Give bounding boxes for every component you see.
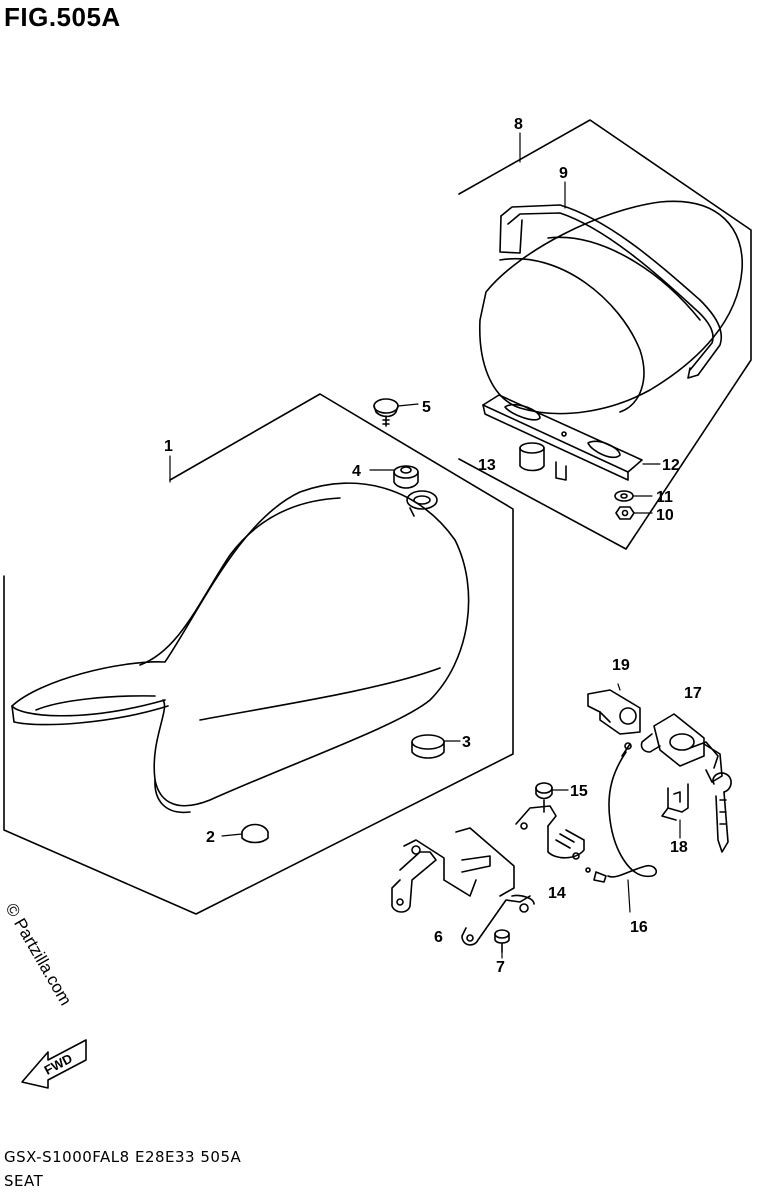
figure-title: FIG.505A (4, 2, 121, 32)
knob-5-part[interactable] (373, 398, 399, 427)
callout-12: 12 (662, 457, 680, 474)
seat-hook-part[interactable] (406, 490, 438, 517)
rear-seat-group-outline (458, 119, 752, 550)
callout-17: 17 (684, 685, 702, 702)
nut-10-part[interactable] (615, 506, 635, 520)
callout-1: 1 (164, 438, 173, 455)
fwd-arrow-icon (21, 1039, 87, 1089)
washer-11-part[interactable] (614, 490, 634, 502)
callout-4: 4 (352, 463, 361, 480)
callout-11: 11 (656, 489, 673, 506)
seat-strap-part[interactable] (499, 204, 722, 379)
callout-18: 18 (670, 839, 688, 856)
cable-16-part[interactable] (585, 742, 658, 883)
clip-18-part[interactable] (661, 783, 689, 821)
callout-2: 2 (206, 829, 215, 846)
front-seat-part[interactable] (11, 482, 470, 814)
leader-lines (169, 132, 681, 959)
callout-16: 16 (630, 919, 648, 936)
seat-bracket-part[interactable] (482, 394, 643, 481)
model-code: GSX-S1000FAL8 E28E33 505A (4, 1148, 242, 1166)
callout-8: 8 (514, 116, 523, 133)
callout-13: 13 (478, 457, 496, 474)
callout-19: 19 (612, 657, 630, 674)
seat-lock-17-part[interactable] (640, 713, 723, 783)
callout-14: 14 (548, 885, 566, 902)
cushion-13-part[interactable] (519, 442, 545, 472)
callout-5: 5 (422, 399, 431, 416)
bolt-7-part[interactable] (494, 929, 510, 953)
bracket-19-part[interactable] (587, 689, 641, 735)
callout-15: 15 (570, 783, 588, 800)
callout-10: 10 (656, 507, 674, 524)
grommet-4-part[interactable] (393, 465, 419, 489)
callout-9: 9 (559, 165, 568, 182)
bolt-15-part[interactable] (535, 782, 553, 813)
rear-seat-part[interactable] (479, 200, 743, 415)
front-seat-group-outline (3, 393, 514, 915)
key-part[interactable] (689, 741, 732, 853)
section-name: SEAT (4, 1172, 44, 1190)
callout-3: 3 (462, 734, 471, 751)
cushion-3-part[interactable] (411, 734, 445, 759)
latch-14-part[interactable] (515, 805, 585, 860)
callout-6: 6 (434, 929, 443, 946)
hinge-plate-6-part[interactable] (391, 827, 535, 946)
callout-7: 7 (496, 959, 505, 976)
cushion-2-part[interactable] (241, 823, 269, 844)
